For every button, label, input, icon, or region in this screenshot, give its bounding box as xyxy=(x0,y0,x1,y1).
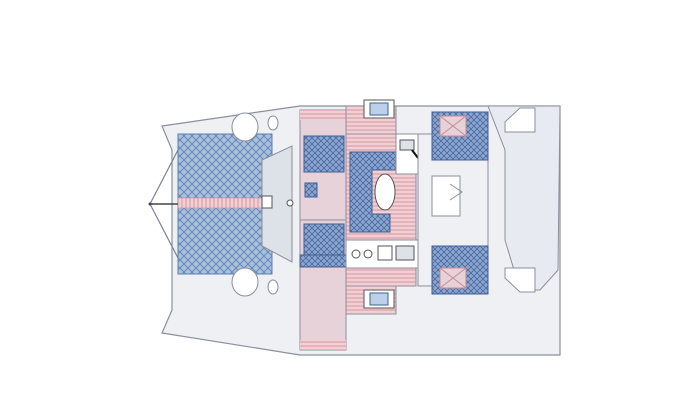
port-aft-cabin xyxy=(431,111,489,161)
forward-lockers xyxy=(231,112,279,297)
starboard-head xyxy=(345,285,397,315)
nav-station xyxy=(395,133,419,175)
bow-pulpit xyxy=(148,149,179,259)
starboard-aft-cabin xyxy=(431,245,489,295)
starboard-forward-cabin xyxy=(299,219,347,351)
coachroof-forward xyxy=(261,145,294,263)
aft-steps xyxy=(504,107,536,293)
port-head xyxy=(345,99,397,135)
galley xyxy=(345,239,419,269)
forward-trampoline-net xyxy=(177,133,273,275)
